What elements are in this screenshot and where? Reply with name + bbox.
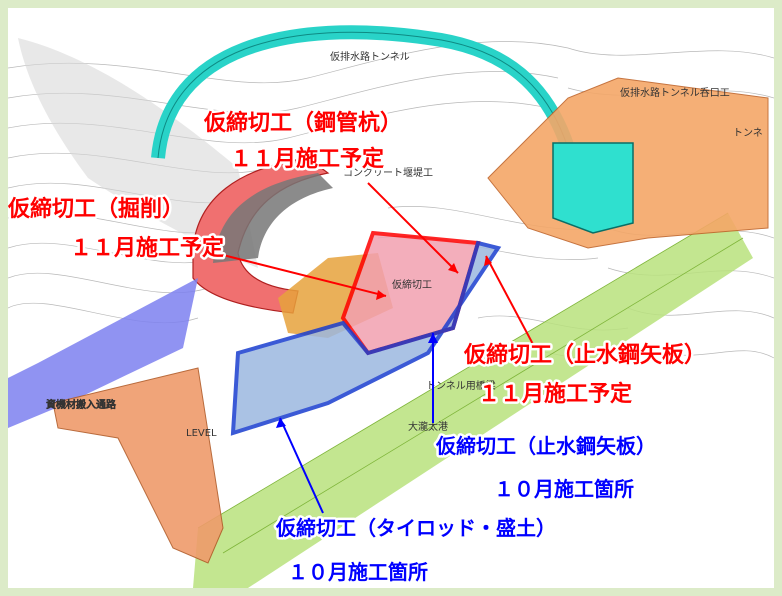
ann-tie-rod-date: １０月施工箇所 [288, 560, 428, 584]
material-access-road [8, 278, 198, 428]
map-canvas: 仮排水路トンネル 仮排水路トンネル呑口工 トンネ コンクリート堰堤工 仮締切工 … [8, 25, 774, 588]
label-tunnel: 仮排水路トンネル [330, 50, 410, 63]
label-concrete-dam: コンクリート堰堤工 [343, 167, 433, 179]
ann-sheet-pile-nov-date: １１月施工予定 [478, 381, 632, 407]
label-tunnel-outlet: 仮排水路トンネル呑口工 [620, 86, 730, 99]
ann-excavation-date: １１月施工予定 [70, 235, 224, 261]
construction-map: 仮排水路トンネル 仮排水路トンネル呑口工 トンネ コンクリート堰堤工 仮締切工 … [8, 8, 774, 588]
label-tunnel-bridge: トンネル用橋梁 [426, 379, 496, 392]
label-oshima: 大瀧太港 [408, 420, 448, 433]
ann-steel-pipe-date: １１月施工予定 [230, 146, 384, 172]
ann-sheet-pile-nov-title: 仮締切工（止水鋼矢板） [463, 342, 706, 368]
leader-lines [222, 182, 536, 514]
label-cofferdam-box: 仮締切工 [392, 278, 432, 291]
label-material-road: 資機材搬入通路 [46, 398, 117, 411]
ann-steel-pipe-title: 仮締切工（鋼管杭） [203, 110, 402, 136]
tunnel-outlet-structure [552, 142, 634, 234]
access-route-grid [197, 212, 744, 554]
hillside-slope [18, 38, 258, 268]
cofferdam-steel-pipe-area[interactable] [340, 230, 481, 356]
diversion-tunnel-edge [157, 31, 569, 159]
ann-tie-rod-title: 仮締切工（タイロッド・盛土） [275, 516, 556, 540]
ann-excavation-title: 仮締切工（掘削） [8, 196, 184, 222]
ann-sheet-pile-oct-title: 仮締切工（止水鋼矢板） [435, 434, 656, 458]
label-tunnel-right: トンネ [733, 127, 763, 139]
leader-arrowheads [276, 256, 492, 428]
access-route-band [193, 213, 753, 588]
ann-sheet-pile-oct-date: １０月施工箇所 [494, 477, 634, 501]
material-access-road-orange [52, 367, 224, 564]
gray-cut-area [213, 173, 333, 263]
label-level: LEVEL [186, 428, 217, 439]
